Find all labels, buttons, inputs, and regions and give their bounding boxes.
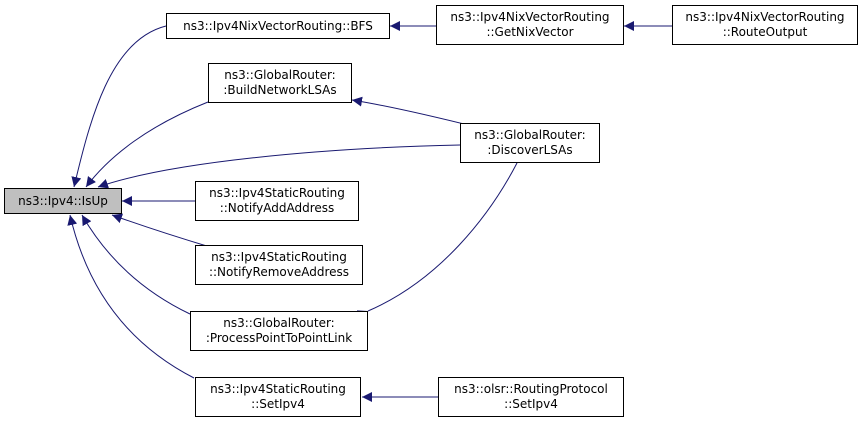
node-globalrouter-buildnetworklsas[interactable]: ns3::GlobalRouter: :BuildNetworkLSAs [208,63,352,103]
node-label-line: ns3::olsr::RoutingProtocol [454,382,608,396]
edge-bfs-to-isup [71,25,167,188]
node-label-line: ::SetIpv4 [504,397,558,411]
node-nix-routeoutput[interactable]: ns3::Ipv4NixVectorRouting ::RouteOutput [672,5,858,45]
node-label-line: ::NotifyRemoveAddress [208,265,350,279]
node-nix-bfs[interactable]: ns3::Ipv4NixVectorRouting::BFS [166,13,390,39]
node-label-line: ns3::Ipv4NixVectorRouting [685,10,845,24]
node-label-line: ::GetNixVector [486,25,574,39]
edge-processp2p-to-isup [81,214,191,315]
node-globalrouter-processpointtopointlink[interactable]: ns3::GlobalRouter: :ProcessPointToPointL… [190,311,368,351]
node-olsr-setipv4[interactable]: ns3::olsr::RoutingProtocol ::SetIpv4 [438,377,624,417]
node-nix-getnixvector[interactable]: ns3::Ipv4NixVectorRouting ::GetNixVector [436,5,624,45]
node-label-line: ns3::GlobalRouter: [223,316,335,330]
edge-buildnet-to-isup [85,101,209,188]
node-label-line: ::RouteOutput [722,25,808,39]
edge-discover-to-buildnet [351,96,477,128]
node-label-line: ns3::Ipv4::IsUp [18,193,108,208]
node-label-line: ns3::Ipv4NixVectorRouting::BFS [183,18,373,33]
edge-setipv4static-to-isup [67,214,195,379]
node-label-line: :DiscoverLSAs [487,143,573,157]
edge-processp2p-to-discover [356,162,518,320]
node-ipv4-isup: ns3::Ipv4::IsUp [4,188,122,214]
node-label-line: ns3::Ipv4StaticRouting [210,382,346,396]
node-globalrouter-discoverlsas[interactable]: ns3::GlobalRouter: :DiscoverLSAs [460,123,600,163]
node-label-line: ::NotifyAddAddress [219,201,335,215]
node-label-line: :BuildNetworkLSAs [223,83,337,97]
node-static-setipv4[interactable]: ns3::Ipv4StaticRouting ::SetIpv4 [195,377,361,417]
node-label-line: ::SetIpv4 [251,397,305,411]
node-label-line: ns3::Ipv4StaticRouting [209,186,345,200]
node-label-line: :ProcessPointToPointLink [205,331,353,345]
node-static-notifyremoveaddress[interactable]: ns3::Ipv4StaticRouting ::NotifyRemoveAdd… [195,245,363,285]
node-label-line: ns3::GlobalRouter: [224,68,336,82]
node-label-line: ns3::GlobalRouter: [474,128,586,142]
edge-discover-to-isup [97,144,461,189]
node-static-notifyaddaddress[interactable]: ns3::Ipv4StaticRouting ::NotifyAddAddres… [195,181,359,221]
edge-notifyrem-to-isup [111,213,211,248]
node-label-line: ns3::Ipv4StaticRouting [211,250,347,264]
node-label-line: ns3::Ipv4NixVectorRouting [450,10,610,24]
